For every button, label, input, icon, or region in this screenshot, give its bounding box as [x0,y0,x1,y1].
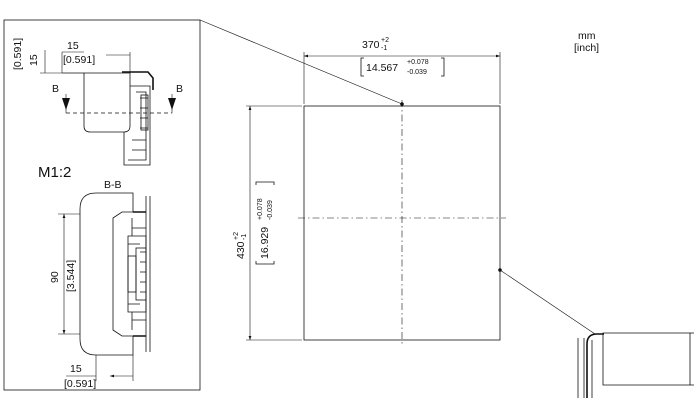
top-seal-profile [83,72,131,133]
unit-mm: mm [578,30,596,42]
side-dim-inch: [0.591] [12,38,24,70]
detail-leader-line [199,19,403,105]
cutout-outline [298,100,506,344]
width-inch-value: 14.567 [366,62,398,74]
height-inch-tol-lower: -0.039 [267,200,274,220]
edge-detail [498,268,694,398]
scale-label: M1:2 [38,164,71,181]
height-dimension: 430 +2 -1 16.929 +0.078 -0.039 [233,105,302,341]
section-label: B-B [104,179,122,191]
bb-seal-profile [79,192,134,356]
width-inch-tol-lower: -0.039 [407,69,427,76]
cut-letter-left: B [52,83,59,95]
unit-inch: [inch] [574,42,599,54]
detail-panel-frame [3,19,201,391]
bottom-dim-inch: [0.591] [64,378,96,390]
top-dim-mm: 15 [67,40,79,52]
height-tol-upper: +2 [233,232,240,240]
top-dim-inch: [0.591] [63,54,95,66]
side-dim-mm: 15 [28,54,40,66]
width-value: 370 [362,39,380,51]
width-tol-upper: +2 [381,37,389,44]
cut-letter-right: B [176,83,183,95]
height-dim-inch: [3.544] [65,260,77,292]
width-inch-tol-upper: +0.078 [407,59,429,66]
height-inch-tol-upper: +0.078 [257,198,264,220]
height-value: 430 [235,241,247,259]
width-dimension: 370 +2 -1 14.567 +0.078 -0.039 [303,37,501,104]
edge-seal-profile [602,332,691,386]
height-dim-mm: 90 [49,271,61,283]
bb-section-view: 90 [3.544] 15 [0.591] [49,192,151,390]
bottom-dim-mm: 15 [70,363,82,375]
width-tol-lower: -1 [381,45,387,52]
height-tol-lower: -1 [241,234,248,240]
height-inch-value: 16.929 [259,227,271,259]
top-section-view: B B 15 [0.591] 15 [0.591] [12,38,183,166]
